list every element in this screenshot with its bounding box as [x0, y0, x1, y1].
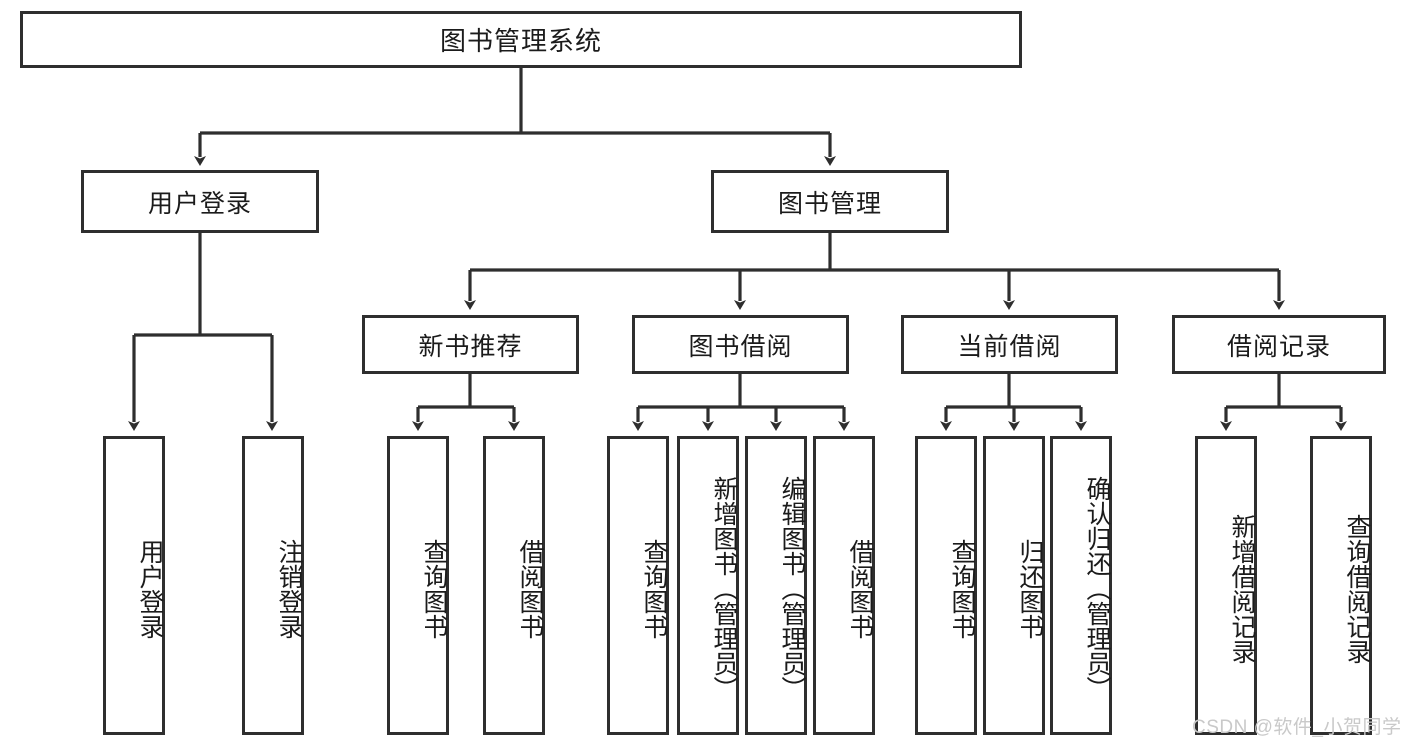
leaf-edit-book-admin[interactable]: 编辑图书（管理员） — [745, 436, 807, 735]
leaf-add-book-admin[interactable]: 新增图书（管理员） — [677, 436, 739, 735]
leaf-add-book-admin-label: 新增图书（管理员） — [710, 476, 738, 701]
leaf-logout-label: 注销登录 — [275, 538, 303, 639]
leaf-logout[interactable]: 注销登录 — [242, 436, 304, 735]
node-borrow-record[interactable]: 借阅记录 — [1172, 315, 1386, 374]
leaf-borrow-book-recommend[interactable]: 借阅图书 — [483, 436, 545, 735]
leaf-query-book-borrow-label: 查询图书 — [640, 538, 668, 639]
leaf-user-login-label: 用户登录 — [136, 538, 164, 639]
node-user-login-label: 用户登录 — [147, 189, 252, 218]
leaf-edit-book-admin-label: 编辑图书（管理员） — [778, 476, 806, 701]
leaf-add-borrow-record[interactable]: 新增借阅记录 — [1195, 436, 1257, 735]
csdn-watermark: CSDN @软件_小贺同学 — [1192, 717, 1402, 738]
node-book-borrow[interactable]: 图书借阅 — [632, 315, 849, 374]
node-book-management-label: 图书管理 — [777, 189, 882, 218]
leaf-borrow-book-recommend-label: 借阅图书 — [516, 538, 544, 639]
node-current-borrow-label: 当前借阅 — [957, 332, 1062, 361]
leaf-query-book-recommend-label: 查询图书 — [420, 538, 448, 639]
leaf-confirm-return-admin[interactable]: 确认归还（管理员） — [1050, 436, 1112, 735]
node-new-book-recommend-label: 新书推荐 — [418, 332, 523, 361]
node-new-book-recommend[interactable]: 新书推荐 — [362, 315, 579, 374]
node-root-system-label: 图书管理系统 — [439, 26, 602, 56]
leaf-confirm-return-admin-label: 确认归还（管理员） — [1083, 476, 1111, 701]
leaf-query-book-current[interactable]: 查询图书 — [915, 436, 977, 735]
leaf-query-borrow-record[interactable]: 查询借阅记录 — [1310, 436, 1372, 735]
leaf-query-book-current-label: 查询图书 — [948, 538, 976, 639]
node-user-login[interactable]: 用户登录 — [81, 170, 319, 233]
leaf-user-login[interactable]: 用户登录 — [103, 436, 165, 735]
leaf-query-book-borrow[interactable]: 查询图书 — [607, 436, 669, 735]
leaf-return-book-label: 归还图书 — [1016, 538, 1044, 639]
node-book-borrow-label: 图书借阅 — [688, 332, 793, 361]
node-root-system[interactable]: 图书管理系统 — [20, 11, 1022, 68]
leaf-add-borrow-record-label: 新增借阅记录 — [1228, 513, 1256, 664]
leaf-query-borrow-record-label: 查询借阅记录 — [1343, 513, 1371, 664]
node-borrow-record-label: 借阅记录 — [1226, 332, 1331, 361]
leaf-borrow-book[interactable]: 借阅图书 — [813, 436, 875, 735]
leaf-borrow-book-label: 借阅图书 — [846, 538, 874, 639]
node-book-management[interactable]: 图书管理 — [711, 170, 949, 233]
node-current-borrow[interactable]: 当前借阅 — [901, 315, 1118, 374]
leaf-query-book-recommend[interactable]: 查询图书 — [387, 436, 449, 735]
leaf-return-book[interactable]: 归还图书 — [983, 436, 1045, 735]
